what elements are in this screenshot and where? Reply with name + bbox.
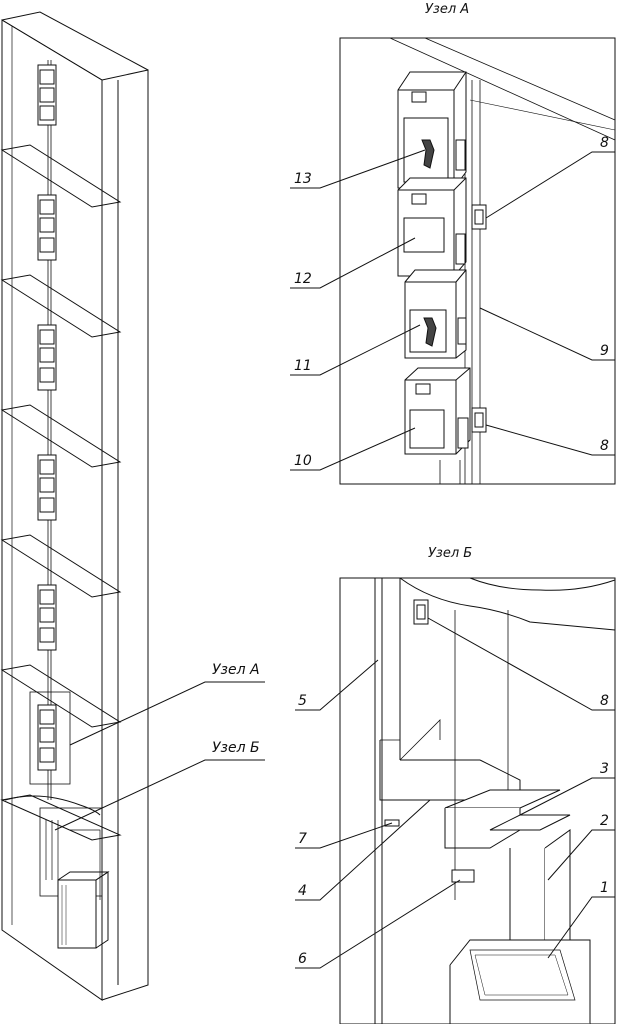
detail-b [295, 577, 616, 1024]
leader-9 [479, 307, 615, 361]
label-5: 5 [298, 693, 307, 709]
label-11: 11 [294, 358, 312, 374]
leader-10 [290, 427, 416, 471]
lower-equipment [4, 795, 110, 949]
label-1: 1 [600, 880, 609, 896]
callout-node-b: Узел Б [212, 740, 260, 756]
label-6: 6 [298, 951, 307, 967]
box-13 [397, 71, 467, 189]
leader-node-b [54, 759, 265, 831]
box-10 [404, 367, 471, 455]
leader-node-a [69, 681, 265, 746]
bracket-6 [451, 869, 475, 883]
leader-5 [295, 659, 379, 711]
label-8-lower: 8 [600, 438, 609, 454]
leader-8b [485, 424, 615, 456]
callout-node-a: Узел А [212, 662, 260, 678]
box-11 [404, 269, 467, 359]
leader-11 [290, 324, 421, 376]
detail-a [290, 37, 616, 485]
tall-cabinet [0, 11, 149, 1001]
label-10: 10 [294, 453, 312, 469]
label-2: 2 [600, 813, 609, 829]
leader-8-b [427, 617, 615, 711]
leader-2 [547, 829, 615, 881]
leader-1 [547, 896, 615, 959]
box-12 [397, 177, 467, 277]
label-8-b: 8 [600, 693, 609, 709]
node-a-heading: Узел А [425, 2, 470, 17]
leader-13 [290, 149, 426, 189]
label-8-upper: 8 [600, 135, 609, 151]
node-a-frame [29, 691, 71, 785]
label-12: 12 [294, 271, 312, 287]
leader-8a [485, 151, 615, 219]
node-b-heading: Узел Б [428, 546, 473, 561]
leader-4 [295, 799, 431, 901]
label-7: 7 [298, 831, 307, 847]
floor-boxes [37, 64, 57, 771]
leader-7 [295, 822, 393, 849]
leader-3 [519, 777, 615, 816]
label-9: 9 [600, 343, 609, 359]
label-3: 3 [600, 761, 609, 777]
label-4: 4 [298, 883, 307, 899]
leader-6 [295, 879, 461, 969]
label-13: 13 [294, 171, 312, 187]
leader-12 [290, 237, 416, 289]
